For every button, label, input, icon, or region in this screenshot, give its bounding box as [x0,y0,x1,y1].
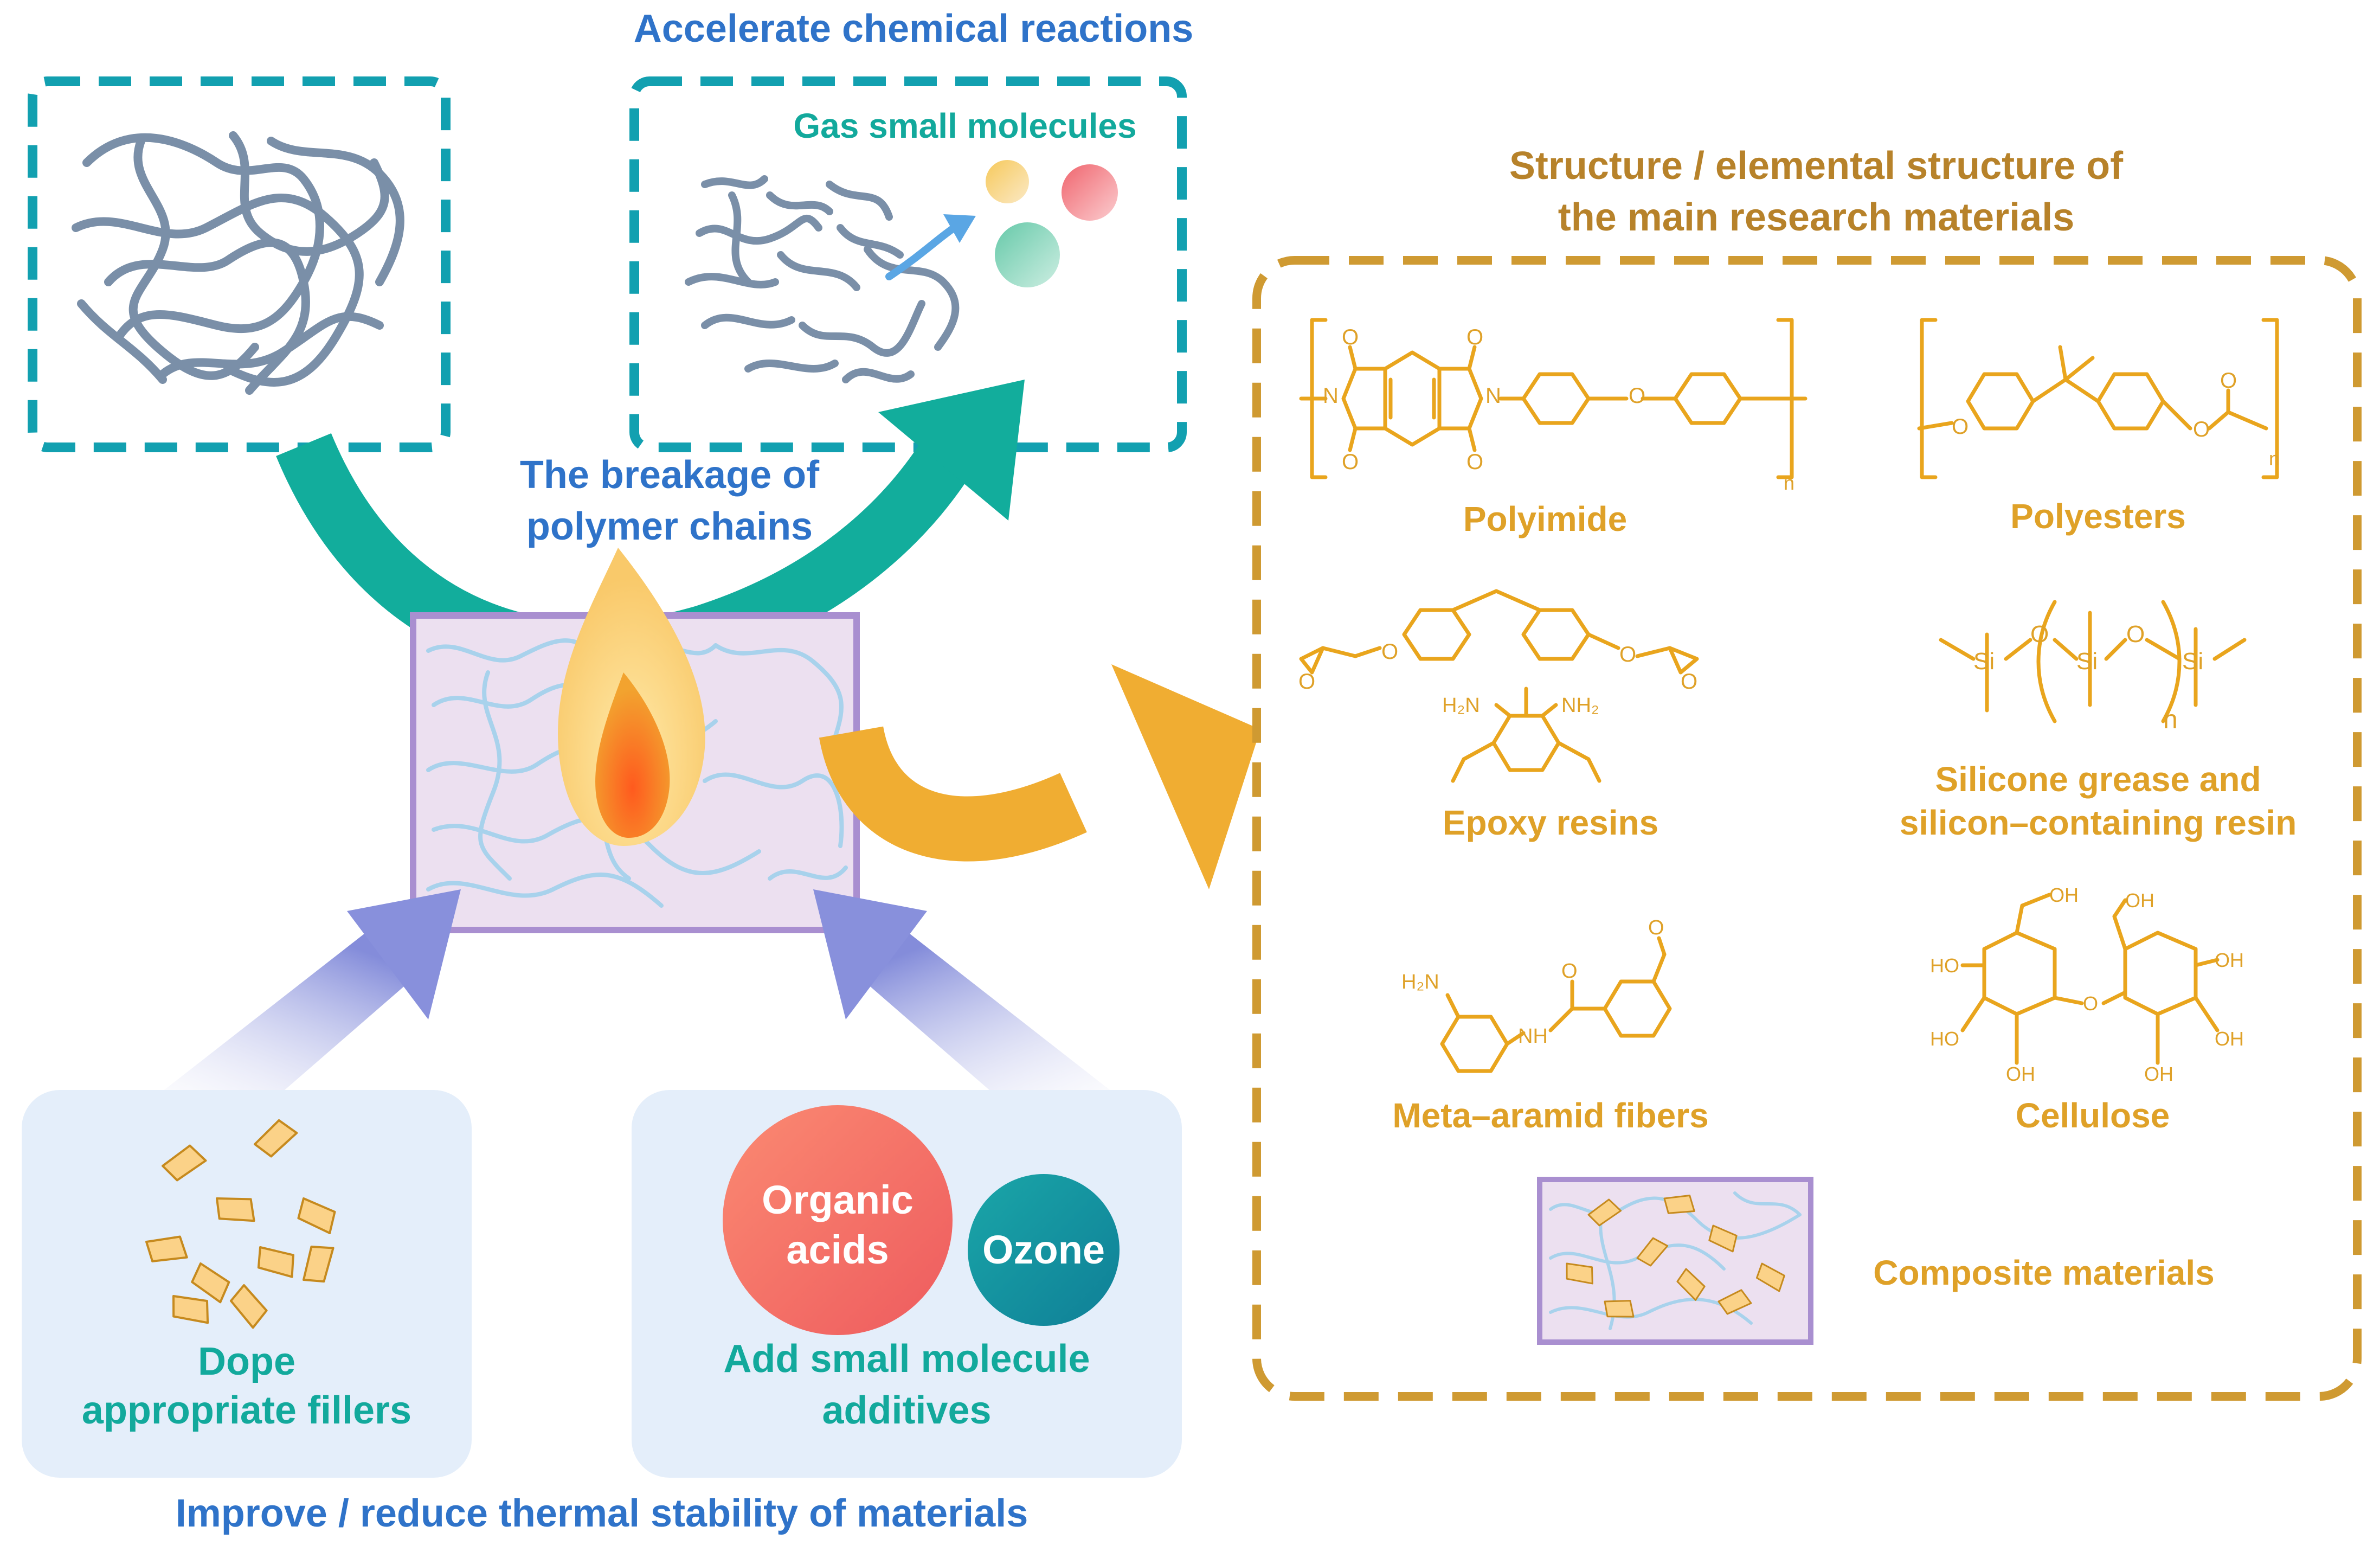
meta-aramid-structure [1440,936,1672,1073]
orange-arrow [819,725,1087,862]
flame-icon [558,548,705,846]
cellulose-ho-1: HO [1930,954,1959,977]
silicone-n-sub: n [2163,706,2178,734]
cellulose-ho-2: HO [1930,1028,1959,1050]
ozone-label: Ozone [982,1227,1105,1272]
organic-line1: Organic [762,1177,914,1222]
atom-o-14: O [2126,621,2145,647]
cellulose-oh-6: OH [2215,1028,2244,1050]
left-input-arrow [157,922,428,1144]
silicone-line2: silicon–containing resin [1899,803,2297,842]
cellulose-oh-3: OH [2006,1063,2035,1085]
polymer-network-icon [72,131,404,395]
atom-o-7: O [2193,418,2210,441]
ozone-circle [968,1174,1120,1326]
gas-molecule-green [995,222,1060,287]
composite-label: Composite materials [1873,1253,2215,1292]
polyimide-n-sub: n [1784,472,1795,494]
atom-o-9: O [1298,670,1316,694]
atom-o-6: O [1952,415,1969,439]
materials-frame [1252,256,2362,1401]
silicone-line1: Silicone grease and [1935,760,2261,799]
cellulose-glycosidic-o: O [2083,992,2099,1015]
dope-line1: Dope [198,1340,295,1383]
atom-o-11: O [1619,643,1637,666]
aramid-o-amide: O [1561,960,1578,983]
organic-acids-circle [723,1105,953,1335]
breakage-line1: The breakage of [519,453,820,497]
aramid-h2n: H₂N [1401,971,1439,993]
accelerate-title: Accelerate chemical reactions [633,7,1194,50]
polyesters-label: Polyesters [2010,497,2186,536]
epoxy-h2n: H₂N [1442,694,1480,717]
breakage-line2: polymer chains [526,505,813,548]
atom-si-2: Si [2076,648,2098,675]
cellulose-oh-5: OH [2215,949,2244,971]
cellulose-oh-4: OH [2144,1063,2173,1085]
organic-line2: acids [786,1227,889,1272]
add-line1: Add small molecule [723,1337,1090,1381]
atom-o-13: O [2030,621,2049,647]
atom-n-left: N [1323,384,1339,408]
atom-o-1: O [1342,325,1359,349]
atom-o-12: O [1681,670,1698,694]
polyimide-label: Polyimide [1463,499,1628,538]
cellulose-oh-1: OH [2049,884,2079,906]
epoxy-structure [1299,589,1699,675]
gas-molecule-yellow [986,160,1029,203]
orange-arrow-head [1111,664,1260,889]
silicone-structure [1939,600,2247,723]
diethyl-diamine-structure [1451,687,1601,783]
dope-line2: appropriate fillers [81,1389,412,1432]
gas-molecules-label: Gas small molecules [793,106,1137,145]
polyesters-n-sub: n [2269,447,2280,470]
epoxy-nh2: NH₂ [1561,694,1599,717]
materials-title-line2: the main research materials [1558,196,2075,239]
epoxy-label: Epoxy resins [1442,803,1659,842]
polyimide-structure [1299,318,1807,479]
u-arrow-head [878,380,1025,521]
atom-n-right: N [1485,384,1501,408]
atom-o-2: O [1342,450,1359,474]
cellulose-structure [1960,893,2220,1065]
atom-o-4: O [1466,450,1484,474]
improve-title: Improve / reduce thermal stability of ma… [175,1492,1028,1535]
cellulose-label: Cellulose [2015,1096,2170,1135]
atom-o-8: O [2220,369,2237,393]
atom-o-3: O [1466,325,1484,349]
dope-fillers-panel [22,1090,472,1478]
atom-si-1: Si [1973,648,1995,675]
atom-o-10: O [1381,640,1399,664]
materials-title-line1: Structure / elemental structure of [1509,144,2124,188]
add-line2: additives [822,1389,992,1432]
broken-chain-segments-icon [685,175,960,383]
polyesters-structure [1917,318,2279,479]
aramid-nh: NH [1518,1025,1548,1048]
gas-release-arrow [885,224,958,280]
cellulose-oh-2: OH [2125,889,2154,912]
gas-molecule-red [1062,164,1118,221]
aramid-o-aldehyde: O [1648,916,1664,939]
right-input-arrow [846,922,1117,1144]
atom-o-5: O [1629,384,1646,408]
aramid-label: Meta–aramid fibers [1392,1096,1709,1135]
atom-si-3: Si [2182,648,2204,675]
